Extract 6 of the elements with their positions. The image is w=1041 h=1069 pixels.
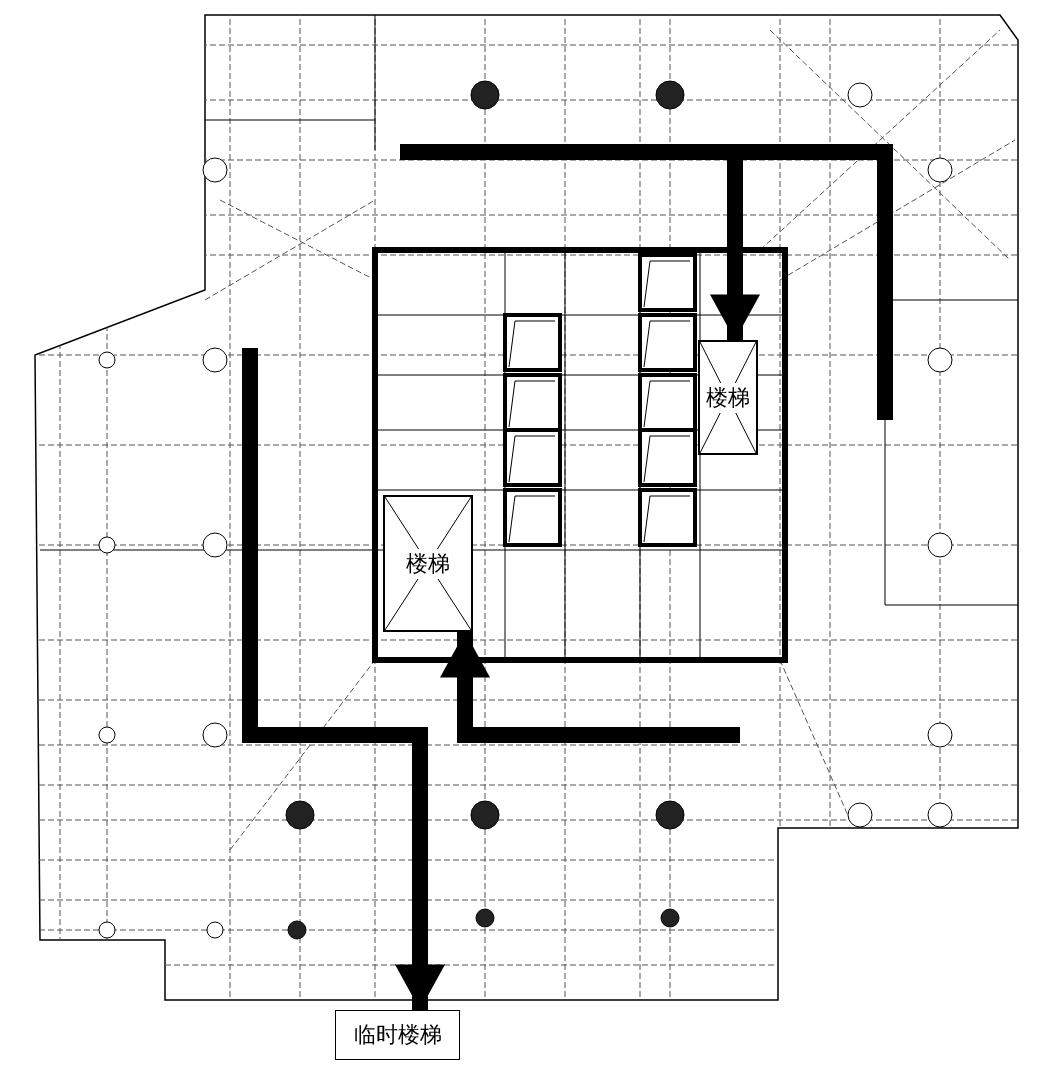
stairwell: 楼梯 [383,495,473,632]
route-arrow [400,144,760,340]
stairwell: 楼梯 [698,340,758,455]
route-arrow [440,632,740,743]
route-arrow [242,348,445,1010]
temporary-stair-box: 临时楼梯 [335,1010,460,1060]
